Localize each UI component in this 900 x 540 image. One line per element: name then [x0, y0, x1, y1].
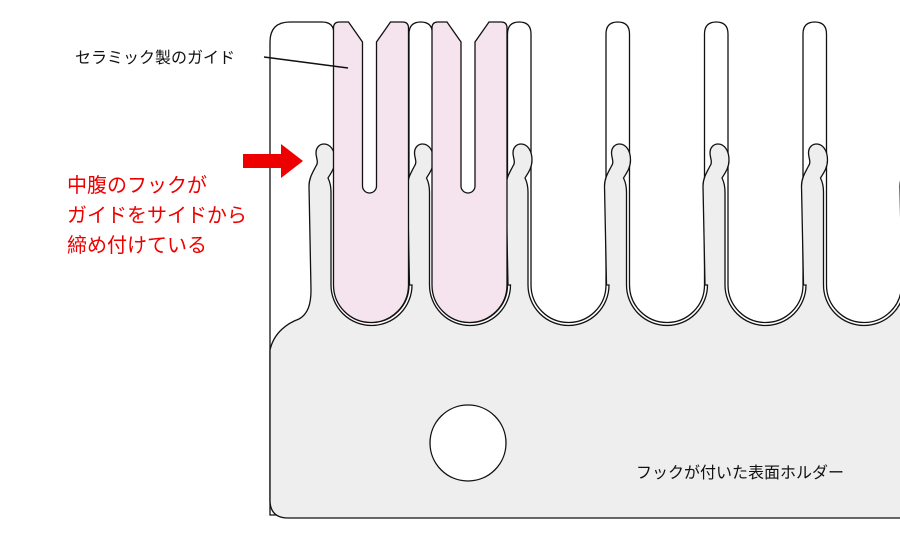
- hook-annotation: 中腹のフックが ガイドをサイドから 締め付けている: [67, 170, 247, 260]
- red-arrow-icon: [243, 144, 303, 178]
- hook-annotation-line-3: 締め付けている: [67, 233, 207, 257]
- hook-annotation-line-1: 中腹のフックが: [67, 173, 207, 197]
- holder-hole: [429, 404, 507, 482]
- ceramic-guide-label: セラミック製のガイド: [75, 48, 236, 67]
- surface-holder: [269, 143, 900, 519]
- ceramic-guides: [332, 21, 508, 324]
- ceramic-guide: [431, 21, 508, 324]
- hook-annotation-line-2: ガイドをサイドから: [67, 203, 247, 227]
- guide-leader-line: [263, 56, 349, 69]
- holder-label: フックが付いた表面ホルダー: [636, 463, 845, 482]
- ceramic-guide: [332, 21, 410, 324]
